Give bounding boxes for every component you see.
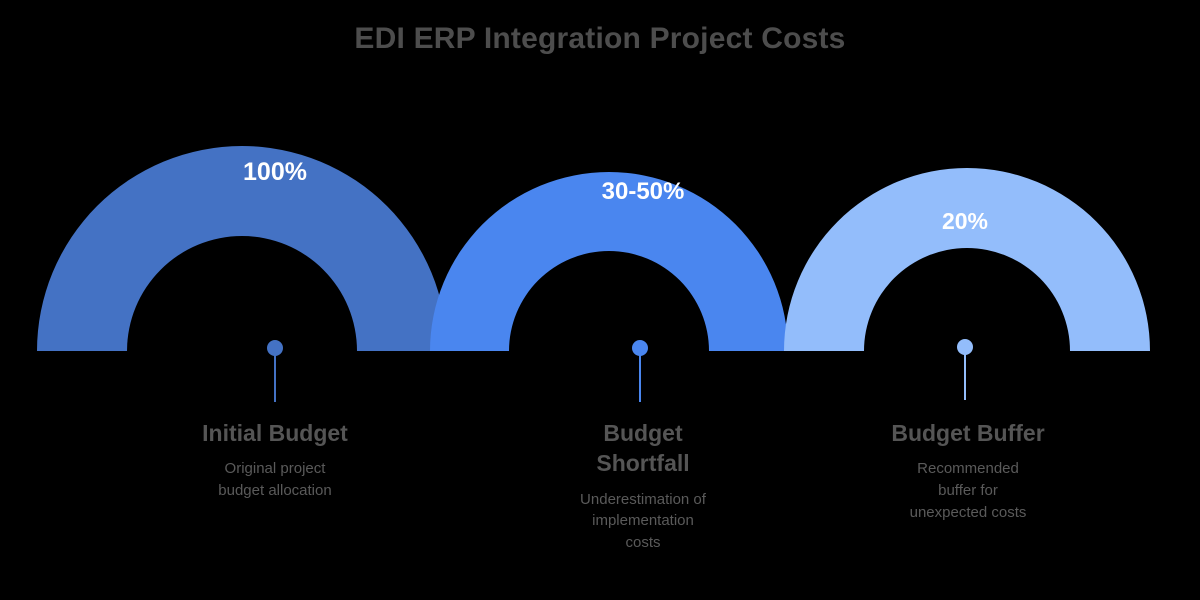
caption-title-line: Initial Budget [202,420,348,446]
caption-desc-budget-buffer: Recommended buffer for unexpected costs [848,448,1088,523]
caption-desc-line: Underestimation of [580,490,706,508]
caption-desc-line: Original project [224,460,326,478]
caption-title-line: Budget [603,420,683,446]
marker-dot-budget-shortfall[interactable] [632,340,648,356]
caption-desc-line: implementation [592,512,694,530]
caption-title-budget-buffer: Budget Buffer [848,418,1088,448]
caption-desc-line: Recommended [917,460,1019,478]
caption-title-line: Shortfall [596,450,690,477]
caption-desc-initial-budget: Original project budget allocation [145,448,405,502]
caption-desc-line: budget allocation [218,482,332,500]
caption-title-line: Budget Buffer [891,420,1045,446]
percent-label-budget-shortfall: 30-50% [601,178,685,205]
percent-label-budget-buffer: 20% [941,208,989,234]
marker-dot-initial-budget[interactable] [267,340,283,356]
caption-desc-budget-shortfall: Underestimation of implementation costs [523,479,763,554]
percent-label-initial-budget: 100% [243,158,307,186]
caption-desc-line: buffer for [938,482,998,500]
marker-dot-budget-buffer[interactable] [957,339,973,355]
caption-title-initial-budget: Initial Budget [145,418,405,448]
caption-desc-line: costs [625,534,661,552]
arc-segment-initial-budget[interactable] [37,146,447,351]
page-title: EDI ERP Integration Project Costs [354,22,846,55]
arc-segment-budget-shortfall[interactable] [430,172,788,351]
caption-desc-line: unexpected costs [909,503,1027,521]
arc-segment-budget-buffer[interactable] [784,168,1150,351]
